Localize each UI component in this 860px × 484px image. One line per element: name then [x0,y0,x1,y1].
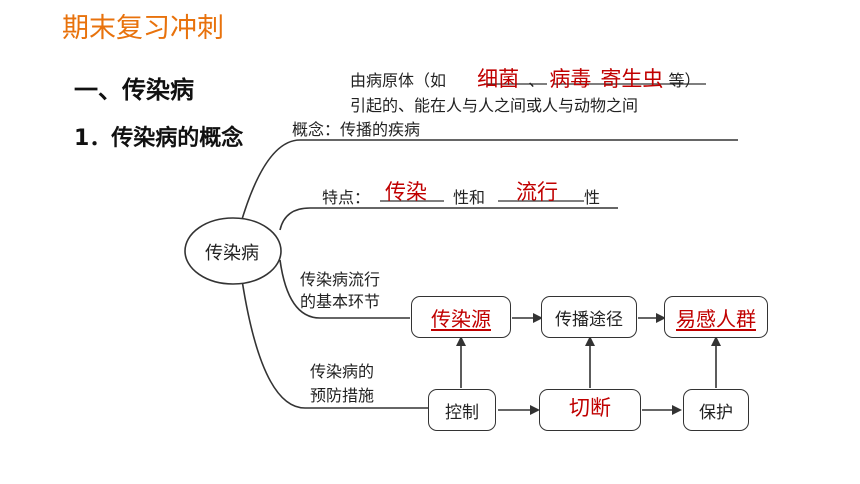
answer-virus: 病毒 [549,67,592,91]
answer-source: 传染源 [431,306,491,331]
answer-parasite: 寄生虫 [600,67,664,91]
answer-epidemic: 流行 [516,180,558,204]
prevention-label-line2: 预防措施 [310,386,375,405]
page-title: 期末复习冲刺 [62,13,224,44]
center-node-label: 传染病 [205,243,259,264]
features-suffix: 性 [584,188,601,207]
box-control: 控制 [428,389,496,431]
answer-bacteria: 细菌 [477,67,520,91]
subsection-heading: 1．传染病的概念 [74,126,244,151]
definition-line3: 概念：传播的疾病 [292,120,421,139]
branch-concept [239,139,738,227]
answer-cut-off: 切断 [569,396,611,420]
control-label: 控制 [445,402,479,423]
box-transmission-route: 传播途径 [541,296,637,338]
features-middle: 性和 [453,188,486,207]
route-label: 传播途径 [555,309,623,330]
features-prefix: 特点： [322,188,371,207]
box-protect: 保护 [683,389,749,431]
answer-susceptible: 易感人群 [676,306,756,331]
answer-infectious: 传染 [385,180,427,204]
branch-links [279,259,410,319]
links-label-line1: 传染病流行 [300,270,381,289]
definition-line2: 引起的、能在人与人之间或人与动物之间 [350,96,639,115]
box-susceptible-population: 易感人群 [664,296,768,338]
branch-prevention [241,279,428,409]
prevention-label-line1: 传染病的 [310,362,375,381]
definition-line1: 由病原体（如 细菌 、 病毒 寄生虫 等） [350,63,701,93]
protect-label: 保护 [699,402,733,423]
box-infection-source: 传染源 [411,296,511,338]
links-label-line2: 的基本环节 [300,292,381,311]
definition-suffix: 等） [668,71,701,90]
branch-features [279,207,618,231]
definition-prefix: 由病原体（如 [350,71,447,90]
box-cut-off: 切断 [539,389,641,431]
section-heading: 一、传染病 [74,76,194,104]
definition-separator: 、 [528,71,545,90]
center-node-shape [184,217,282,285]
